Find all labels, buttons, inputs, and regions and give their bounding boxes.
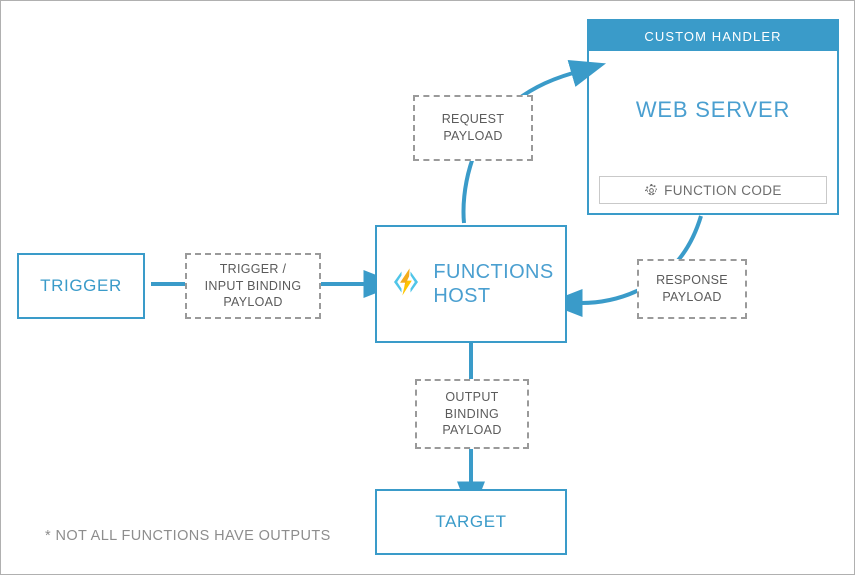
custom-handler-node[interactable]: CUSTOM HANDLER WEB SERVER FUNCTION CODE [587, 19, 839, 215]
payload-request: REQUEST PAYLOAD [413, 95, 533, 161]
target-label: TARGET [435, 512, 507, 531]
payload-output-binding: OUTPUT BINDING PAYLOAD [415, 379, 529, 449]
gear-icon [644, 183, 659, 198]
trigger-label: TRIGGER [40, 276, 122, 295]
trigger-node[interactable]: TRIGGER [17, 253, 145, 319]
functions-host-label: FUNCTIONS HOST [433, 260, 554, 307]
web-server-label: WEB SERVER [635, 97, 791, 122]
footnote-text: * NOT ALL FUNCTIONS HAVE OUTPUTS [45, 528, 331, 544]
azure-functions-bolt-icon [388, 264, 424, 305]
payload-trigger-input-binding: TRIGGER / INPUT BINDING PAYLOAD [185, 253, 321, 319]
function-code-label: FUNCTION CODE [664, 182, 782, 198]
custom-handler-header: CUSTOM HANDLER [589, 21, 837, 51]
payload-response: RESPONSE PAYLOAD [637, 259, 747, 319]
target-node[interactable]: TARGET [375, 489, 567, 555]
function-code-button[interactable]: FUNCTION CODE [599, 176, 827, 204]
functions-host-node[interactable]: FUNCTIONS HOST [375, 225, 567, 343]
functions-host-content: FUNCTIONS HOST [388, 260, 553, 309]
